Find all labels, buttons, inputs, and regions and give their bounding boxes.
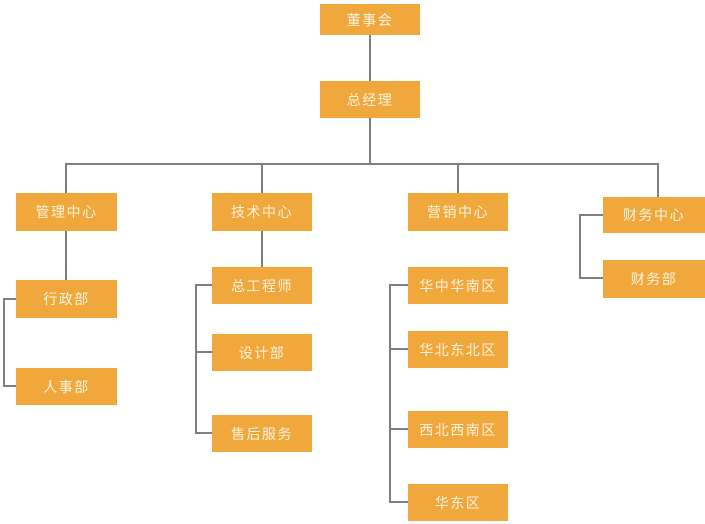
org-node-general-manager[interactable]: 总经理: [320, 81, 420, 118]
org-node-management-center[interactable]: 管理中心: [16, 193, 117, 231]
connector-rail-marketing-branch: [389, 284, 391, 503]
connector-rail-finance-branch: [579, 214, 581, 279]
connector-drop-management: [65, 163, 67, 193]
org-node-finance-center[interactable]: 财务中心: [603, 197, 705, 233]
org-node-admin-dept[interactable]: 行政部: [16, 280, 117, 318]
connector-tech-to-chief-engineer: [261, 231, 263, 267]
connector-stub-chief-engineer: [195, 284, 212, 286]
connector-stub-region-1: [389, 284, 408, 286]
org-node-region-northwest-southwest[interactable]: 西北西南区: [408, 411, 508, 448]
connector-management-to-admin: [65, 231, 67, 280]
connector-trunk: [65, 163, 659, 165]
connector-rail-tech-branch: [195, 284, 197, 434]
connector-stub-admin: [3, 298, 16, 300]
connector-stub-region-3: [389, 428, 408, 430]
connector-drop-finance: [657, 163, 659, 197]
connector-board-to-gm: [369, 35, 371, 81]
org-node-tech-center[interactable]: 技术中心: [212, 193, 312, 231]
org-node-finance-dept[interactable]: 财务部: [603, 260, 705, 298]
org-node-hr-dept[interactable]: 人事部: [16, 368, 117, 405]
connector-stub-finance-center: [579, 214, 603, 216]
connector-stub-hr: [3, 385, 16, 387]
org-node-chief-engineer[interactable]: 总工程师: [212, 267, 312, 304]
org-node-region-central-south[interactable]: 华中华南区: [408, 267, 508, 304]
org-node-board[interactable]: 董事会: [320, 4, 420, 35]
connector-stub-region-2: [389, 348, 408, 350]
connector-drop-tech: [261, 163, 263, 193]
org-node-marketing-center[interactable]: 营销中心: [408, 193, 508, 231]
connector-stub-design: [195, 351, 212, 353]
org-node-after-sales[interactable]: 售后服务: [212, 415, 312, 452]
connector-stub-finance-dept: [579, 277, 603, 279]
connector-drop-marketing: [457, 163, 459, 193]
connector-rail-management-branch: [3, 298, 5, 387]
connector-gm-to-trunk: [369, 118, 371, 165]
org-node-design-dept[interactable]: 设计部: [212, 334, 312, 371]
org-node-region-north-northeast[interactable]: 华北东北区: [408, 331, 508, 368]
org-node-region-east[interactable]: 华东区: [408, 484, 508, 521]
connector-stub-region-4: [389, 501, 408, 503]
connector-stub-after-sales: [195, 432, 212, 434]
